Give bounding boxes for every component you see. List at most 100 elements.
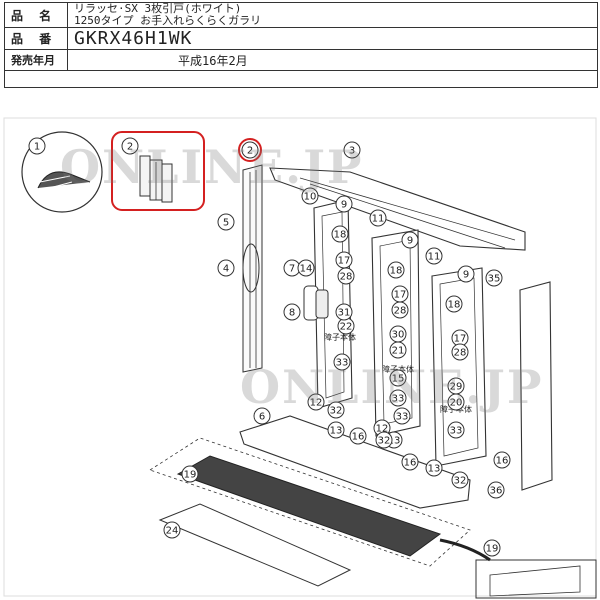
callout-11: 11 bbox=[369, 209, 387, 227]
detail-2-highlight-box bbox=[111, 131, 205, 211]
left-stile-part bbox=[242, 164, 263, 373]
callout-18: 18 bbox=[387, 261, 405, 279]
callout-label: 33 bbox=[396, 412, 409, 423]
diagram-border bbox=[3, 117, 597, 597]
detail-1-weatherstrip bbox=[21, 131, 103, 213]
top-rail-part bbox=[269, 167, 526, 251]
callout-9: 9 bbox=[457, 265, 475, 283]
callout-15: 15 bbox=[389, 369, 407, 387]
callout-label: 10 bbox=[304, 192, 317, 203]
callout-22: 22 bbox=[337, 317, 355, 335]
callout-18: 18 bbox=[331, 225, 349, 243]
callout-label: 32 bbox=[454, 476, 467, 487]
callout-label: 13 bbox=[428, 464, 441, 475]
callout-19: 19 bbox=[483, 539, 501, 557]
callout-label: 17 bbox=[338, 256, 351, 267]
callout-label: 2 bbox=[127, 142, 133, 153]
callout-2: 2 bbox=[241, 141, 259, 159]
callout-33: 33 bbox=[333, 353, 351, 371]
callout-16: 16 bbox=[493, 451, 511, 469]
callout-33: 33 bbox=[447, 421, 465, 439]
callout-label: 8 bbox=[289, 308, 295, 319]
note-handle-body-2: 障子本体 bbox=[382, 364, 414, 374]
right-jamb-part bbox=[519, 281, 553, 491]
highlight-circle-2 bbox=[238, 138, 262, 162]
callout-29: 29 bbox=[447, 377, 465, 395]
callout-label: 3 bbox=[349, 146, 355, 157]
callout-label: 28 bbox=[394, 306, 407, 317]
callout-19: 19 bbox=[181, 465, 199, 483]
callout-28: 28 bbox=[391, 301, 409, 319]
callout-16: 16 bbox=[401, 453, 419, 471]
name-label: 品 名 bbox=[4, 2, 68, 28]
callout-36: 36 bbox=[487, 481, 505, 499]
callout-10: 10 bbox=[301, 187, 319, 205]
bottom-cover-part bbox=[158, 503, 352, 587]
callout-label: 9 bbox=[341, 200, 347, 211]
callout-2: 2 bbox=[121, 137, 139, 155]
callout-label: 1 bbox=[34, 142, 40, 153]
callout-18: 18 bbox=[445, 295, 463, 313]
callout-5: 5 bbox=[217, 213, 235, 231]
callout-label: 28 bbox=[454, 348, 467, 359]
callout-17: 17 bbox=[391, 285, 409, 303]
callout-35: 35 bbox=[485, 269, 503, 287]
number-label: 品 番 bbox=[4, 27, 68, 50]
callout-32: 32 bbox=[451, 471, 469, 489]
callout-label: 20 bbox=[450, 398, 463, 409]
callout-label: 15 bbox=[392, 374, 405, 385]
callout-label: 18 bbox=[448, 300, 461, 311]
note-handle-body-1: 障子本体 bbox=[324, 332, 356, 342]
callout-9: 9 bbox=[401, 231, 419, 249]
watermark-1: ONLINE.JP bbox=[60, 140, 364, 194]
callout-label: 36 bbox=[490, 486, 503, 497]
callout-label: 17 bbox=[454, 334, 467, 345]
callout-label: 33 bbox=[392, 394, 405, 405]
callout-label: 14 bbox=[300, 264, 313, 275]
callout-28: 28 bbox=[451, 343, 469, 361]
callout-28: 28 bbox=[337, 267, 355, 285]
callout-label: 30 bbox=[392, 330, 405, 341]
callout-label: 13 bbox=[330, 426, 343, 437]
callout-label: 18 bbox=[334, 230, 347, 241]
callout-label: 28 bbox=[340, 272, 353, 283]
callout-label: 5 bbox=[223, 218, 229, 229]
handle-part bbox=[303, 285, 329, 321]
callout-33: 33 bbox=[393, 407, 411, 425]
callout-label: 7 bbox=[289, 264, 295, 275]
callout-label: 6 bbox=[259, 412, 265, 423]
callout-32: 32 bbox=[375, 431, 393, 449]
louver-grille-part bbox=[149, 437, 471, 567]
callout-label: 33 bbox=[336, 358, 349, 369]
callout-label: 16 bbox=[352, 432, 365, 443]
callout-4: 4 bbox=[217, 259, 235, 277]
callout-1: 1 bbox=[28, 137, 46, 155]
callout-3: 3 bbox=[343, 141, 361, 159]
callout-label: 12 bbox=[376, 424, 389, 435]
inset-detail-box bbox=[475, 559, 597, 599]
callout-label: 11 bbox=[428, 252, 441, 263]
callout-label: 24 bbox=[166, 526, 179, 537]
callout-8: 8 bbox=[283, 303, 301, 321]
release-date-label: 発売年月 bbox=[4, 49, 68, 71]
callout-label: 22 bbox=[340, 322, 353, 333]
callout-31: 31 bbox=[335, 303, 353, 321]
callout-12: 12 bbox=[307, 393, 325, 411]
callout-label: 29 bbox=[450, 382, 463, 393]
callout-label: 16 bbox=[404, 458, 417, 469]
callout-label: 19 bbox=[184, 470, 197, 481]
blank-row bbox=[4, 70, 598, 88]
callout-9: 9 bbox=[335, 195, 353, 213]
callout-32: 32 bbox=[327, 401, 345, 419]
callout-label: 12 bbox=[310, 398, 323, 409]
callout-label: 11 bbox=[372, 214, 385, 225]
callout-16: 16 bbox=[349, 427, 367, 445]
callout-33: 33 bbox=[389, 389, 407, 407]
callout-label: 35 bbox=[488, 274, 501, 285]
callout-label: 33 bbox=[450, 426, 463, 437]
product-name: リラッセ·SX 3枚引戸(ホワイト) 1250タイプ お手入れらくらくガラリ bbox=[67, 2, 598, 28]
callout-14: 14 bbox=[297, 259, 315, 277]
callout-label: 9 bbox=[407, 236, 413, 247]
callout-label: 32 bbox=[378, 436, 391, 447]
